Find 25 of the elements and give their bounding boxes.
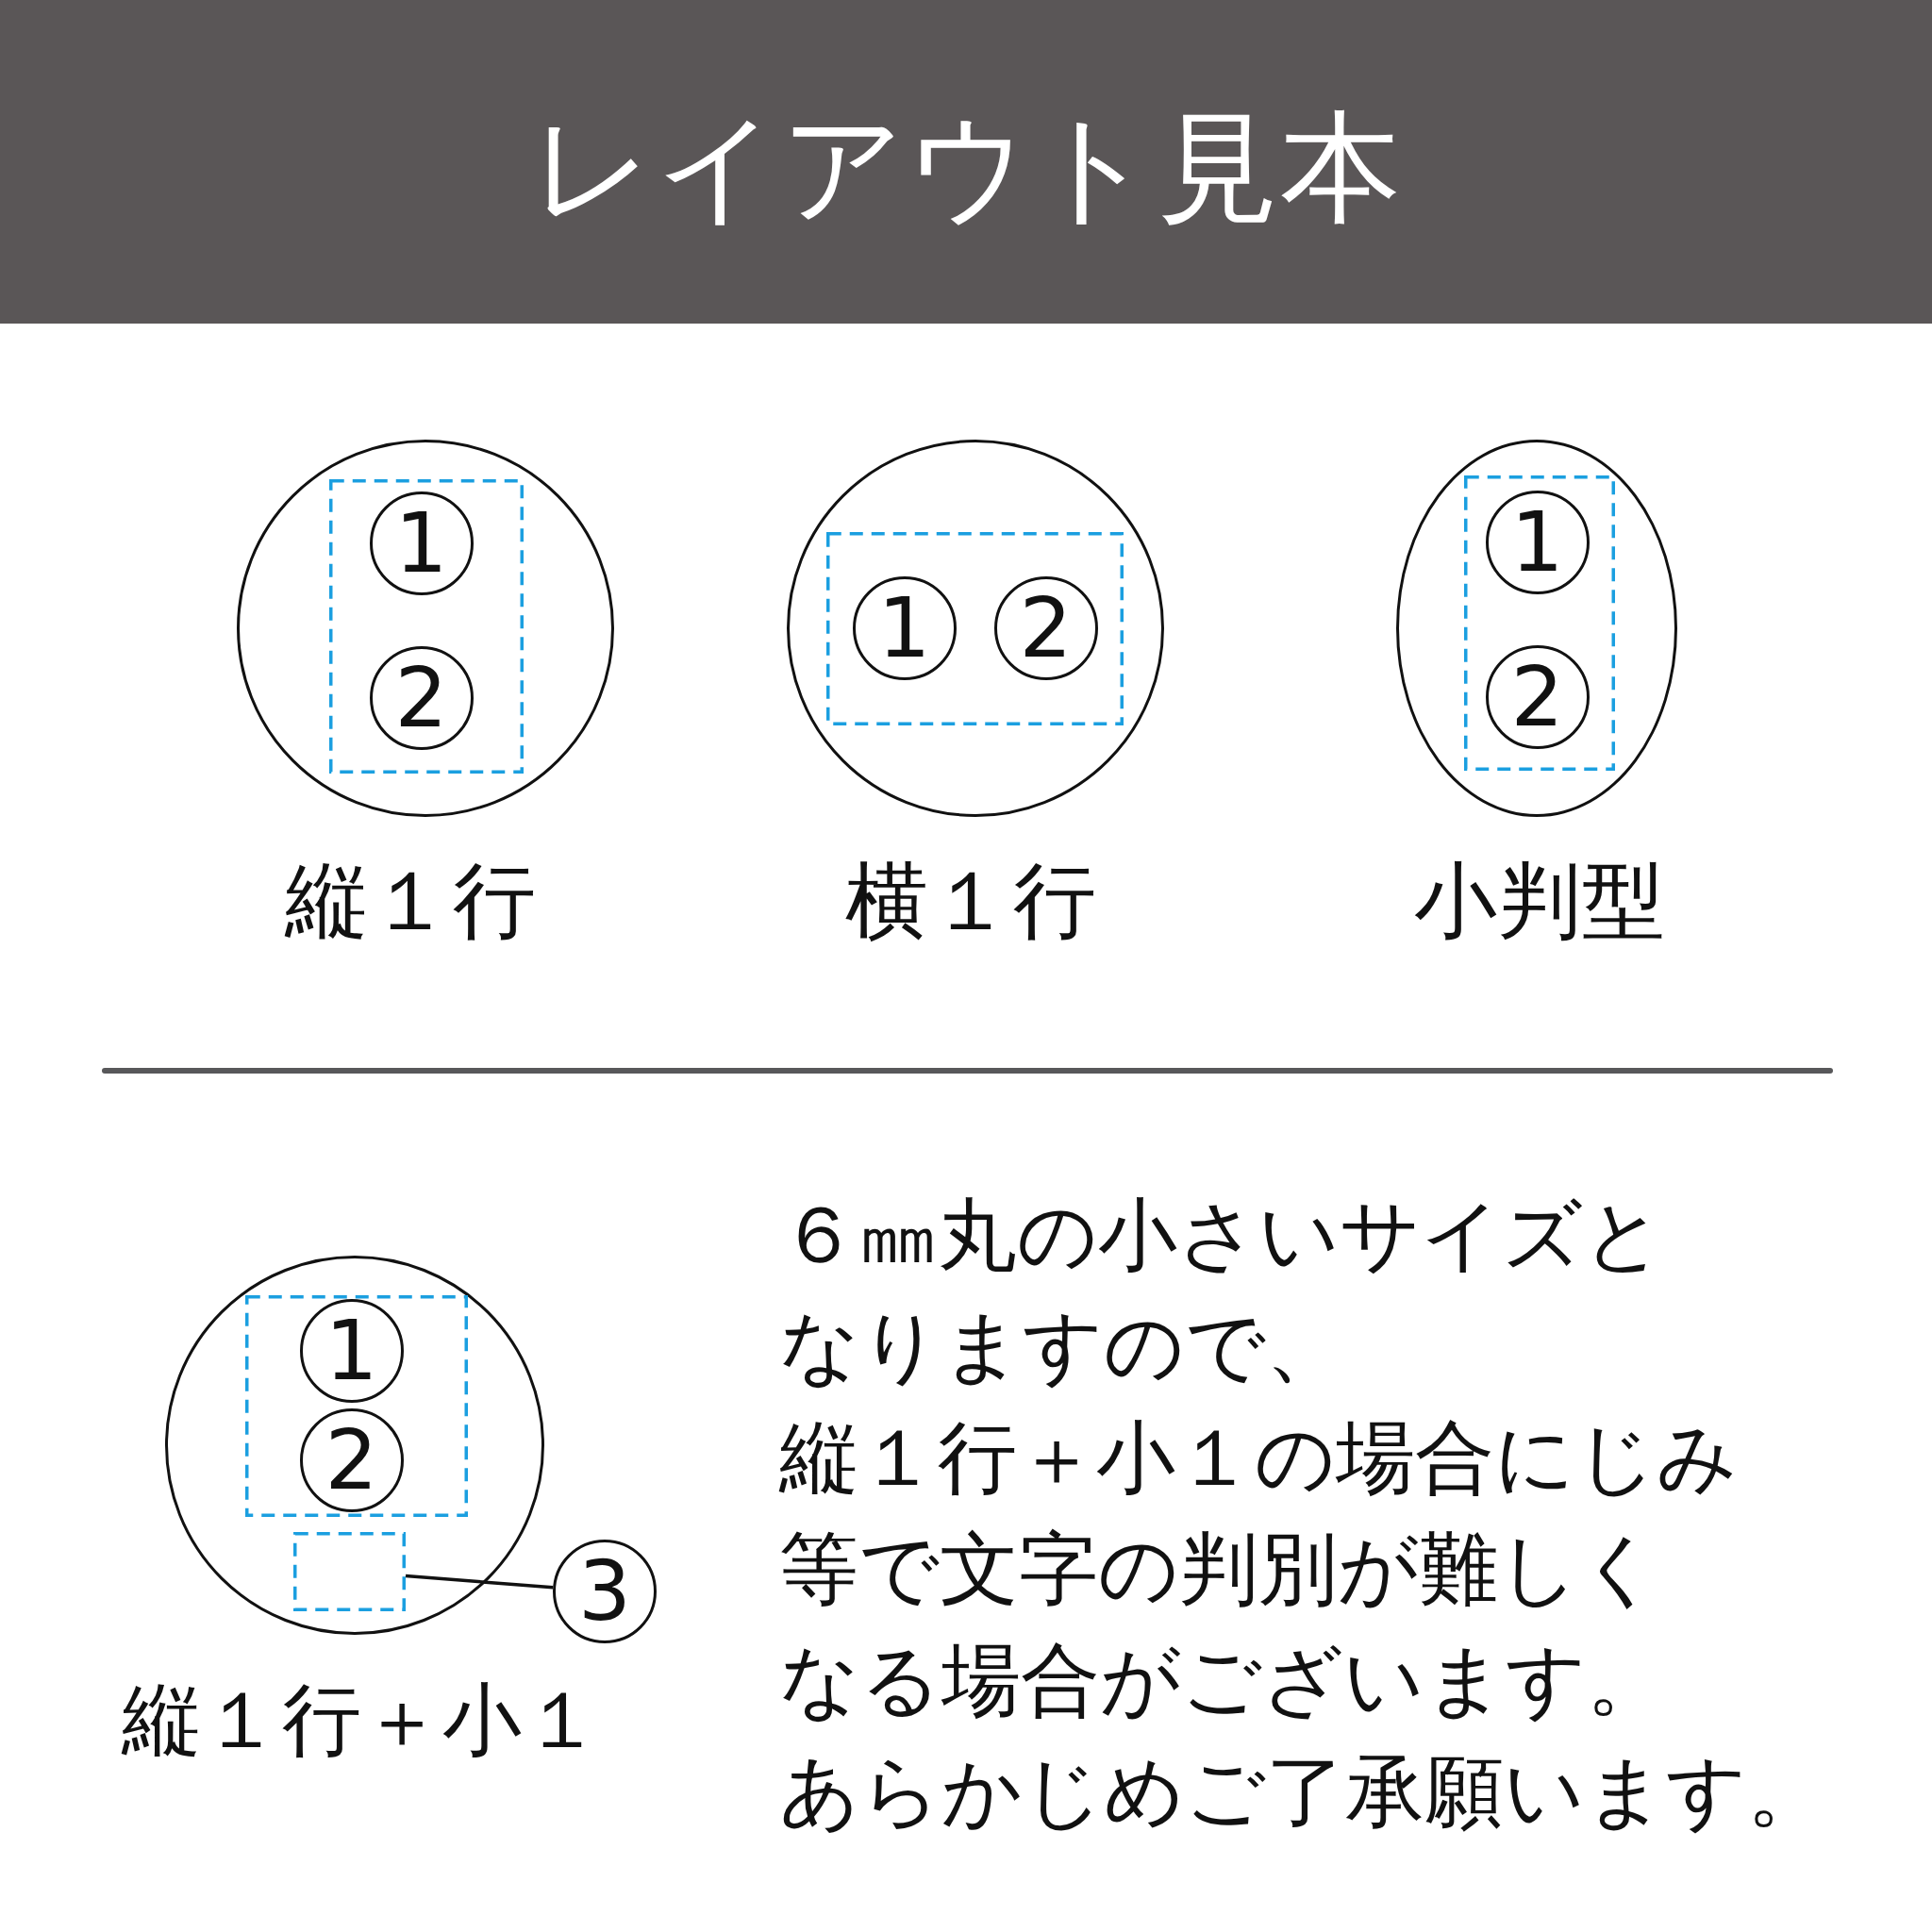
circled-number: 2 [1485,644,1590,749]
dashed-text-area [244,1294,468,1517]
circled-number: 1 [369,491,474,595]
circled-number: 1 [299,1298,404,1403]
dashed-text-area [328,478,524,774]
circled-number: 1 [1485,490,1590,594]
circled-number: 2 [993,575,1098,680]
circled-number: 2 [299,1407,404,1512]
circled-number: 1 [852,575,957,680]
circled-number: 3 [553,1540,657,1643]
circled-number: 2 [369,645,474,750]
title: レイアウト見本 [529,107,1403,228]
round-stamp-outline [237,440,614,817]
node-label: 横１行 [844,854,1097,948]
node-label: 小判型 [1413,854,1666,948]
oval-stamp-outline [1396,440,1677,817]
dashed-text-area [292,1531,406,1611]
dashed-text-area [825,531,1124,725]
node-label: 縦１行 [284,854,537,948]
node-label: 縦１行＋小１ [122,1673,603,1767]
note-text: ６㎜丸の小さいサイズとなりますので、縦１行＋小１の場合にじみ等で文字の判別が難しくなる場合がございます。あらかじめご了承願います。 [779,1188,1826,1840]
leader-line [405,1574,554,1590]
round-stamp-outline [787,440,1164,817]
dashed-text-area [1463,475,1615,771]
round-stamp-outline [165,1256,544,1635]
